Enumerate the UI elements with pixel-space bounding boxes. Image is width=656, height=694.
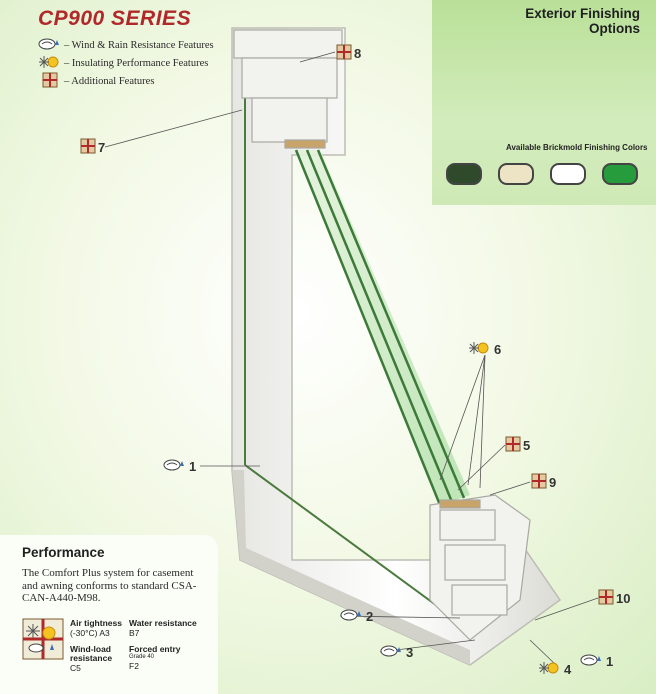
swatch-dark-green[interactable]	[446, 163, 482, 185]
callout-number: 1	[189, 459, 197, 474]
wind-rain-icon	[340, 608, 364, 625]
spec-water-resistance: Water resistance B7	[129, 619, 197, 639]
spec-wind-load: Wind-load resistance C5	[70, 645, 125, 674]
spec-air-tightness: Air tightness (-30°C) A3	[70, 619, 122, 639]
additional-features-icon	[505, 436, 521, 455]
callout-number: 6	[494, 342, 502, 357]
spec-label: Forced entry	[129, 644, 181, 654]
legend-label: – Wind & Rain Resistance Features	[64, 39, 214, 51]
callout-leader-lines	[104, 51, 599, 665]
callout-number: 4	[564, 662, 572, 677]
callout-number: 9	[549, 475, 557, 490]
additional-features-icon	[36, 72, 64, 91]
callout-6: 6	[468, 340, 501, 359]
exterior-finishing-panel: Exterior Finishing Options Available Bri…	[432, 0, 656, 205]
callout-10: 10	[598, 589, 630, 608]
feature-legend: – Wind & Rain Resistance Features – Insu…	[36, 36, 214, 90]
swatch-green[interactable]	[602, 163, 638, 185]
ext-title-line1: Exterior Finishing	[525, 6, 640, 21]
spec-forced-entry: Forced entry Grade 40 F2	[129, 645, 181, 672]
callout-1-side: 1	[163, 458, 196, 475]
callout-1-bottom: 1	[580, 653, 613, 670]
wind-rain-icon	[580, 653, 604, 670]
spec-label: Water resistance	[129, 618, 197, 628]
swatch-white[interactable]	[550, 163, 586, 185]
callout-5: 5	[505, 436, 530, 455]
sun-snow-icon	[22, 618, 64, 665]
callout-3: 3	[380, 644, 413, 661]
callout-2: 2	[340, 608, 373, 625]
callout-4: 4	[538, 660, 571, 679]
performance-box: Performance The Comfort Plus system for …	[0, 535, 218, 694]
additional-features-icon	[80, 138, 96, 157]
spec-label: Wind-load resistance	[70, 644, 113, 663]
callout-number: 5	[523, 438, 531, 453]
spec-value: (-30°C) A3	[70, 628, 110, 638]
callout-number: 1	[606, 654, 614, 669]
wind-rain-icon	[36, 37, 64, 54]
additional-features-icon	[531, 473, 547, 492]
callout-number: 2	[366, 609, 374, 624]
top-profile	[233, 29, 343, 149]
spec-value: C5	[70, 663, 81, 673]
series-title: CP900 SERIES	[38, 7, 192, 30]
callout-number: 7	[98, 140, 106, 155]
callout-number: 3	[406, 645, 414, 660]
brickmold-colors-title: Available Brickmold Finishing Colors	[506, 143, 648, 152]
exterior-finishing-title: Exterior Finishing Options	[525, 6, 640, 36]
callout-7: 7	[80, 138, 105, 157]
swatch-sandstone[interactable]	[498, 163, 534, 185]
spec-value: F2	[129, 661, 139, 671]
callout-number: 8	[354, 46, 362, 61]
additional-features-icon	[336, 44, 352, 63]
callout-8: 8	[336, 44, 361, 63]
spec-sublabel: Grade 40	[129, 654, 155, 660]
legend-label: – Additional Features	[64, 75, 155, 87]
color-swatches	[446, 163, 638, 185]
additional-features-icon	[598, 589, 614, 608]
sun-snow-icon	[468, 340, 492, 359]
ext-title-line2: Options	[589, 21, 640, 36]
triple-glazing-panes	[244, 70, 471, 631]
legend-item-additional: – Additional Features	[36, 72, 214, 90]
performance-description: The Comfort Plus system for casement and…	[22, 567, 197, 604]
sun-snow-icon	[36, 54, 64, 73]
legend-label: – Insulating Performance Features	[64, 57, 209, 69]
wind-rain-icon	[380, 644, 404, 661]
wind-rain-icon	[163, 458, 187, 475]
sun-snow-icon	[538, 660, 562, 679]
bottom-profile	[429, 494, 531, 641]
callout-number: 10	[616, 591, 631, 606]
legend-item-wind-rain: – Wind & Rain Resistance Features	[36, 36, 214, 54]
legend-item-insulating: – Insulating Performance Features	[36, 54, 214, 72]
spec-value: B7	[129, 628, 140, 638]
performance-title: Performance	[22, 545, 105, 560]
callout-9: 9	[531, 473, 556, 492]
spec-label: Air tightness	[70, 618, 122, 628]
